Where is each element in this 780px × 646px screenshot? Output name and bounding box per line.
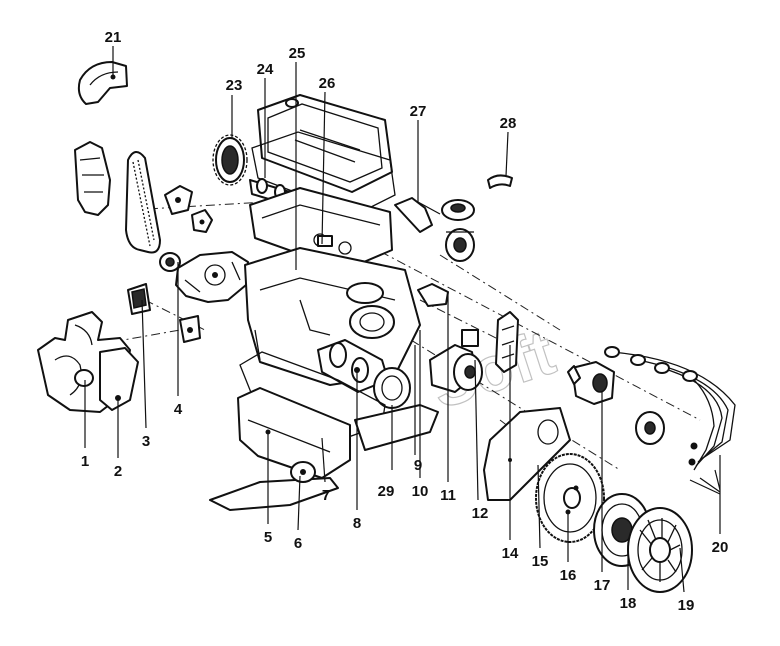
exhaust-manifold xyxy=(37,311,139,413)
callout-26: 26 xyxy=(319,75,336,92)
lower-cover xyxy=(354,404,439,451)
callout-6: 6 xyxy=(294,535,302,552)
timing-belt xyxy=(125,151,161,254)
callout-24: 24 xyxy=(257,61,274,78)
rotor-clip xyxy=(487,174,513,189)
bell-housing-cover xyxy=(483,407,571,501)
ignition-leads xyxy=(604,346,736,471)
side-bracket xyxy=(179,315,201,343)
skid-plate xyxy=(209,461,339,511)
alternator xyxy=(567,361,615,405)
callout-8: 8 xyxy=(353,515,361,532)
callout-21: 21 xyxy=(105,29,122,46)
engine-mount-bracket xyxy=(127,283,151,315)
callout-1: 1 xyxy=(81,453,89,470)
timing-cover-upper xyxy=(77,61,128,105)
callout-16: 16 xyxy=(560,567,577,584)
callout-labels: 1 2 3 4 5 6 7 8 9 10 11 12 14 15 16 17 1… xyxy=(81,29,729,614)
ignition-coil xyxy=(495,311,519,373)
callout-17: 17 xyxy=(594,577,611,594)
cylinder-head xyxy=(249,187,393,271)
engine-block xyxy=(244,247,421,386)
callout-12: 12 xyxy=(472,505,489,522)
flywheel xyxy=(535,453,605,543)
camshaft-pulley xyxy=(212,134,248,186)
callout-7: 7 xyxy=(322,487,330,504)
callout-18: 18 xyxy=(620,595,637,612)
callout-25: 25 xyxy=(289,45,306,62)
oil-pan xyxy=(237,387,351,479)
callout-28: 28 xyxy=(500,115,517,132)
callout-23: 23 xyxy=(226,77,243,94)
callout-19: 19 xyxy=(678,597,695,614)
gearbox-bracket xyxy=(417,283,449,307)
callout-leaders xyxy=(84,46,721,593)
valve-cover-gasket xyxy=(251,131,396,216)
callout-9: 9 xyxy=(414,457,422,474)
callout-15: 15 xyxy=(532,553,549,570)
callout-5: 5 xyxy=(264,529,272,546)
distributor-cap xyxy=(635,411,665,445)
callout-14: 14 xyxy=(502,545,519,562)
starter-motor xyxy=(429,329,483,393)
timing-cover-rear xyxy=(74,141,111,216)
distributor xyxy=(394,197,475,262)
front-pump-housing xyxy=(175,251,249,303)
pressure-plate xyxy=(627,507,693,593)
callout-20: 20 xyxy=(712,539,729,556)
tensioner-parts xyxy=(159,185,213,272)
callout-3: 3 xyxy=(142,433,150,450)
callout-10: 10 xyxy=(412,483,429,500)
callout-27: 27 xyxy=(410,103,427,120)
callout-2: 2 xyxy=(114,463,122,480)
callout-4: 4 xyxy=(174,401,183,418)
callout-29: 29 xyxy=(378,483,395,500)
callout-11: 11 xyxy=(440,487,456,504)
